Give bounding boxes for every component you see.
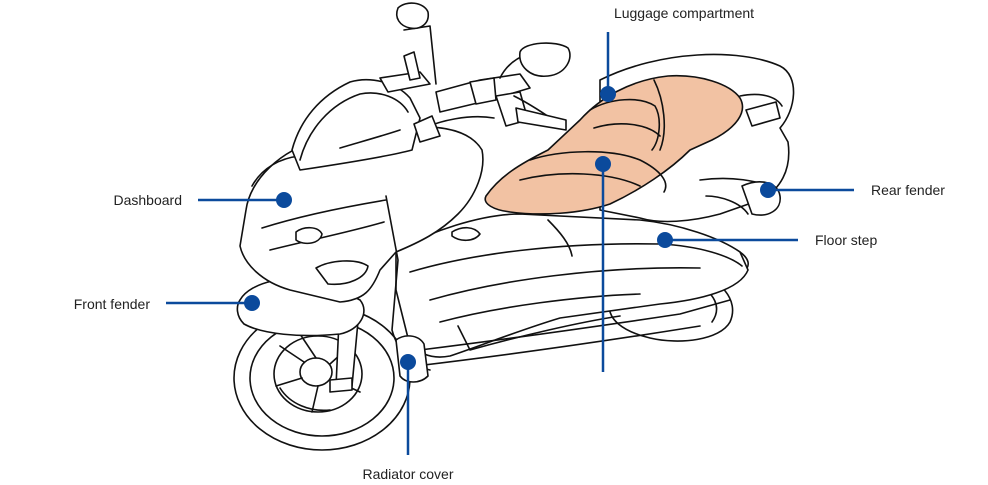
callout-label: Front fender	[74, 296, 151, 312]
callout-label: Radiator cover	[362, 466, 453, 482]
seat	[484, 74, 744, 215]
callout-dot	[760, 182, 776, 198]
callout-label: Rear fender	[871, 182, 945, 198]
callout-dot	[657, 232, 673, 248]
callout-label: Luggage compartment	[614, 5, 754, 21]
callout-luggage-compartment: Luggage compartment	[595, 5, 754, 372]
callout-dashboard: Dashboard	[114, 192, 292, 208]
callout-rear-fender: Rear fender	[760, 182, 945, 198]
scooter-illustration	[233, 2, 795, 451]
handlebars	[379, 2, 571, 143]
callout-label: Dashboard	[114, 192, 183, 208]
callout-dot	[595, 156, 611, 172]
callout-dot	[244, 295, 260, 311]
callout-dot	[276, 192, 292, 208]
callout-label: Floor step	[815, 232, 877, 248]
callout-dot	[400, 354, 416, 370]
floor-body	[395, 213, 749, 367]
callout-floor-step: Floor step	[657, 232, 877, 248]
callout-radiator-cover: Radiator cover	[362, 354, 454, 482]
callout-dot	[600, 86, 616, 102]
callout-front-fender: Front fender	[74, 295, 260, 312]
